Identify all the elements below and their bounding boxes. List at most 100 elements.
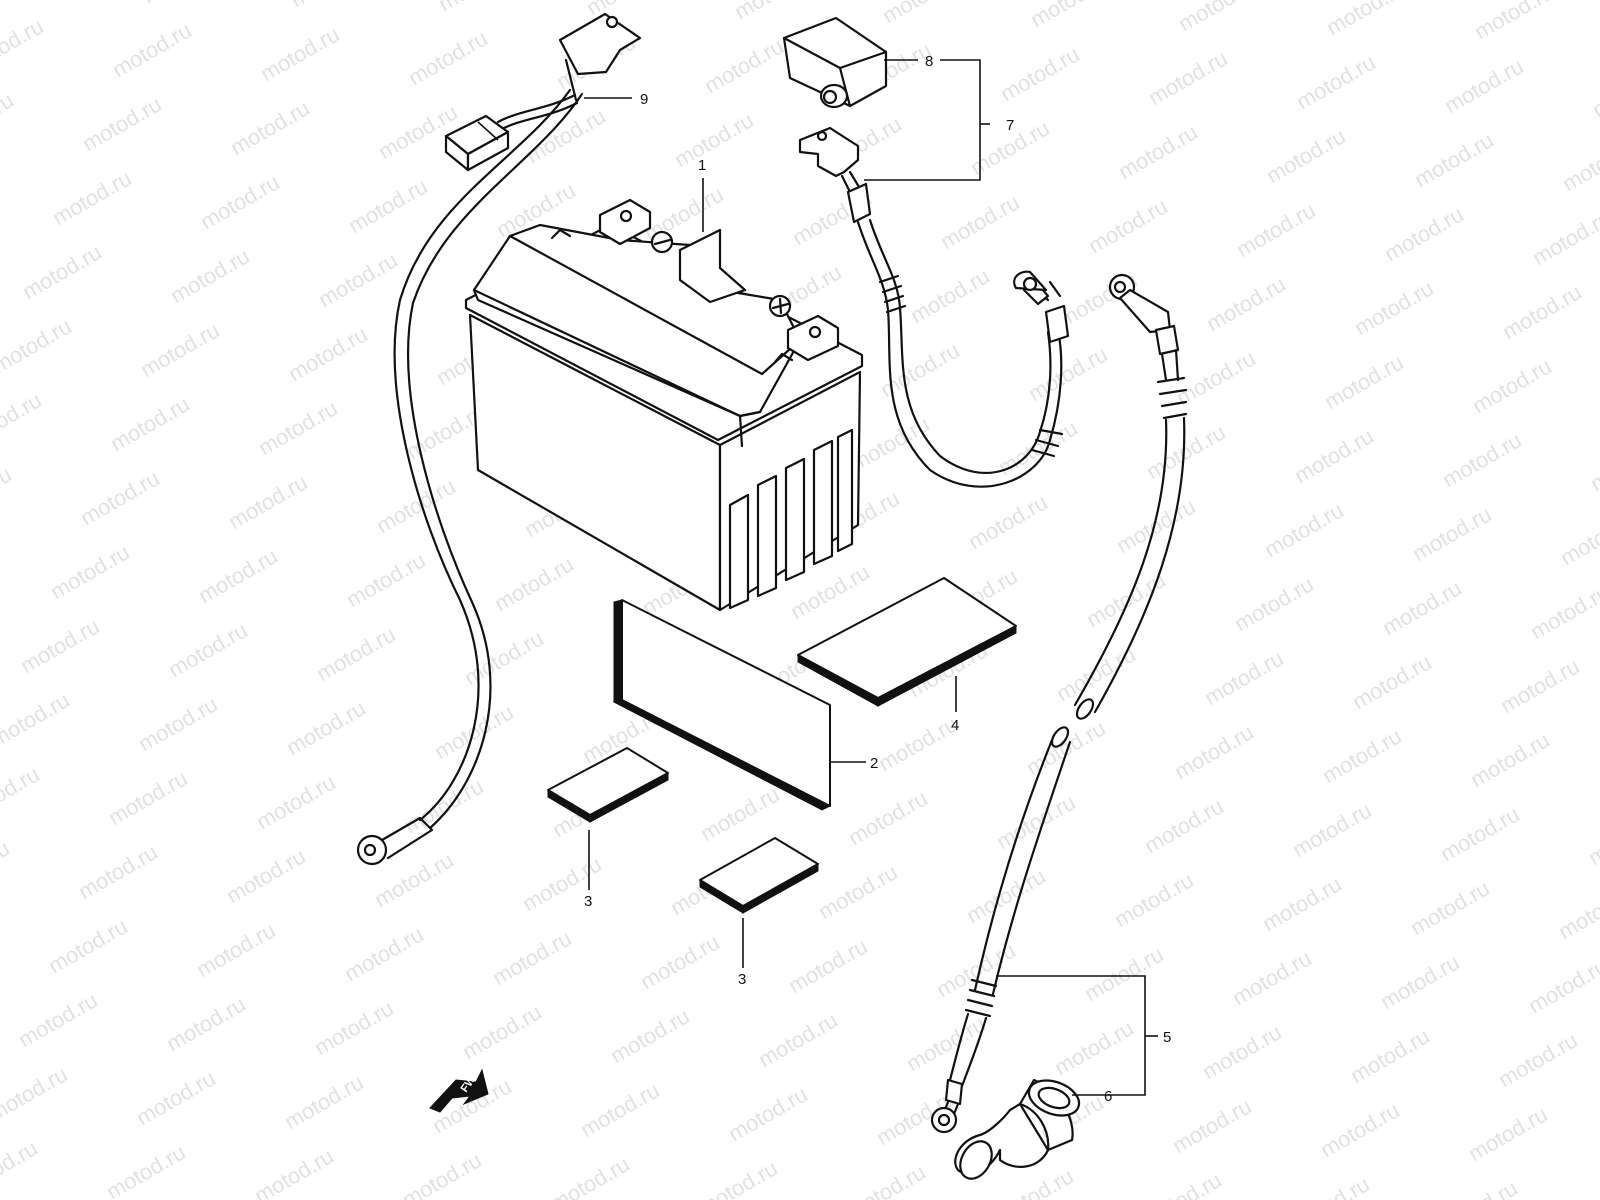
watermark-text: motod.ru [280, 1069, 368, 1134]
callout-5: 5 [1163, 1029, 1171, 1046]
watermark-text: motod.ru [1050, 1015, 1138, 1080]
callout-6: 6 [1104, 1088, 1112, 1105]
watermark-text: motod.ru [1524, 953, 1600, 1018]
watermark-text: motod.ru [696, 781, 784, 846]
watermark-text: motod.ru [0, 387, 46, 452]
watermark-text: motod.ru [286, 0, 374, 12]
watermark-text: motod.ru [1230, 571, 1318, 636]
watermark-text: motod.ru [46, 539, 134, 604]
watermark-text: motod.ru [1470, 0, 1558, 44]
watermark-text: motod.ru [48, 165, 136, 230]
watermark-text: motod.ru [166, 243, 254, 308]
watermark-text: motod.ru [1286, 1171, 1374, 1200]
watermark-text: motod.ru [878, 0, 966, 28]
watermark-text: motod.ru [1292, 49, 1380, 114]
part-3-cushion-b [699, 837, 819, 914]
watermark-text: motod.ru [458, 999, 546, 1064]
watermark-text: motod.ru [1318, 723, 1406, 788]
watermark-text: motod.ru [192, 917, 280, 982]
watermark-text: motod.ru [312, 621, 400, 686]
watermark-text: motod.ru [222, 843, 310, 908]
watermark-text: motod.ru [546, 1151, 634, 1200]
watermark-text: motod.ru [1588, 57, 1600, 122]
watermark-text: motod.ru [488, 925, 576, 990]
watermark-text: motod.ru [14, 987, 102, 1052]
watermark-text: motod.ru [1144, 45, 1232, 110]
watermark-text: motod.ru [606, 1003, 694, 1068]
watermark-text: motod.ru [0, 313, 76, 378]
watermark-text: motod.ru [108, 17, 196, 82]
callout-2: 2 [870, 755, 878, 772]
watermark-text: motod.ru [136, 317, 224, 382]
watermark-text: motod.ru [1138, 1167, 1226, 1200]
watermark-text: motod.ru [344, 173, 432, 238]
watermark-text: motod.ru [340, 921, 428, 986]
watermark-text: motod.ru [1556, 505, 1600, 570]
watermark-text: motod.ru [1526, 579, 1600, 644]
watermark-text: motod.ru [398, 1147, 486, 1200]
watermark-text: motod.ru [1024, 341, 1112, 406]
watermark-text: motod.ru [724, 1081, 812, 1146]
watermark-text: motod.ru [1378, 575, 1466, 640]
watermark-text: motod.ru [0, 13, 48, 78]
watermark-text: motod.ru [1346, 1023, 1434, 1088]
watermark-text: motod.ru [284, 321, 372, 386]
callout-4: 4 [951, 717, 959, 734]
watermark-text: motod.ru [256, 21, 344, 86]
watermark-text: motod.ru [936, 189, 1024, 254]
watermark-text: motod.ru [400, 773, 488, 838]
watermark-text: motod.ru [1114, 119, 1202, 184]
watermark-text: motod.ru [1380, 201, 1468, 266]
watermark-text: motod.ru [342, 547, 430, 612]
watermark-text: motod.ru [1498, 279, 1586, 344]
watermark-text: motod.ru [0, 1135, 42, 1200]
watermark-text: motod.ru [44, 913, 132, 978]
watermark-text: motod.ru [76, 465, 164, 530]
watermark-text: motod.ru [874, 711, 962, 776]
watermark-text: motod.ru [1440, 53, 1528, 118]
watermark-text: motod.ru [104, 765, 192, 830]
watermark-text: motod.ru [226, 95, 314, 160]
watermark-text: motod.ru [1198, 1019, 1286, 1084]
watermark-text: motod.ru [670, 107, 758, 172]
watermark-text: motod.ru [74, 839, 162, 904]
watermark-text: motod.ru [1464, 1101, 1552, 1166]
watermark-text: motod.ru [138, 0, 226, 8]
watermark-text: motod.ru [1258, 871, 1346, 936]
callout-7: 7 [1006, 117, 1014, 134]
callout-3b: 3 [738, 971, 746, 988]
watermark-text: motod.ru [814, 859, 902, 924]
watermark-text: motod.ru [1168, 1093, 1256, 1158]
watermark-text: motod.ru [404, 25, 492, 90]
watermark-text: motod.ru [314, 247, 402, 312]
watermark-text: motod.ru [1586, 431, 1600, 496]
watermark-text: motod.ru [1172, 345, 1260, 410]
watermark-text: motod.ru [964, 489, 1052, 554]
watermark-text: motod.ru [434, 0, 522, 16]
watermark-text: motod.ru [518, 851, 606, 916]
watermark-text: motod.ru [196, 169, 284, 234]
watermark-text: motod.ru [730, 0, 818, 24]
watermark-text: motod.ru [0, 87, 18, 152]
part-5-starter-lead [930, 273, 1188, 1134]
watermark-text: motod.ru [252, 769, 340, 834]
watermark-text: motod.ru [1496, 653, 1584, 718]
watermark-text: motod.ru [1376, 949, 1464, 1014]
watermark-text: motod.ru [1026, 0, 1114, 32]
callout-numbers: 1 2 3 3 4 5 6 7 8 9 [584, 53, 1171, 1105]
watermark-text: motod.ru [694, 1155, 782, 1200]
callout-3a: 3 [584, 893, 592, 910]
watermark-text: motod.ru [162, 991, 250, 1056]
watermark-text: motod.ru [1436, 801, 1524, 866]
watermark-text: motod.ru [132, 1065, 220, 1130]
watermark-text: motod.ru [78, 91, 166, 156]
watermark-text: motod.ru [1082, 567, 1170, 632]
watermark-text: motod.ru [1322, 0, 1410, 40]
watermark-text: motod.ru [1466, 727, 1554, 792]
watermark-text: motod.ru [0, 761, 44, 826]
watermark-text: motod.ru [1434, 1175, 1522, 1200]
watermark-text: motod.ru [1112, 493, 1200, 558]
watermark-text: motod.ru [1410, 127, 1498, 192]
watermark-text: motod.ru [994, 415, 1082, 480]
